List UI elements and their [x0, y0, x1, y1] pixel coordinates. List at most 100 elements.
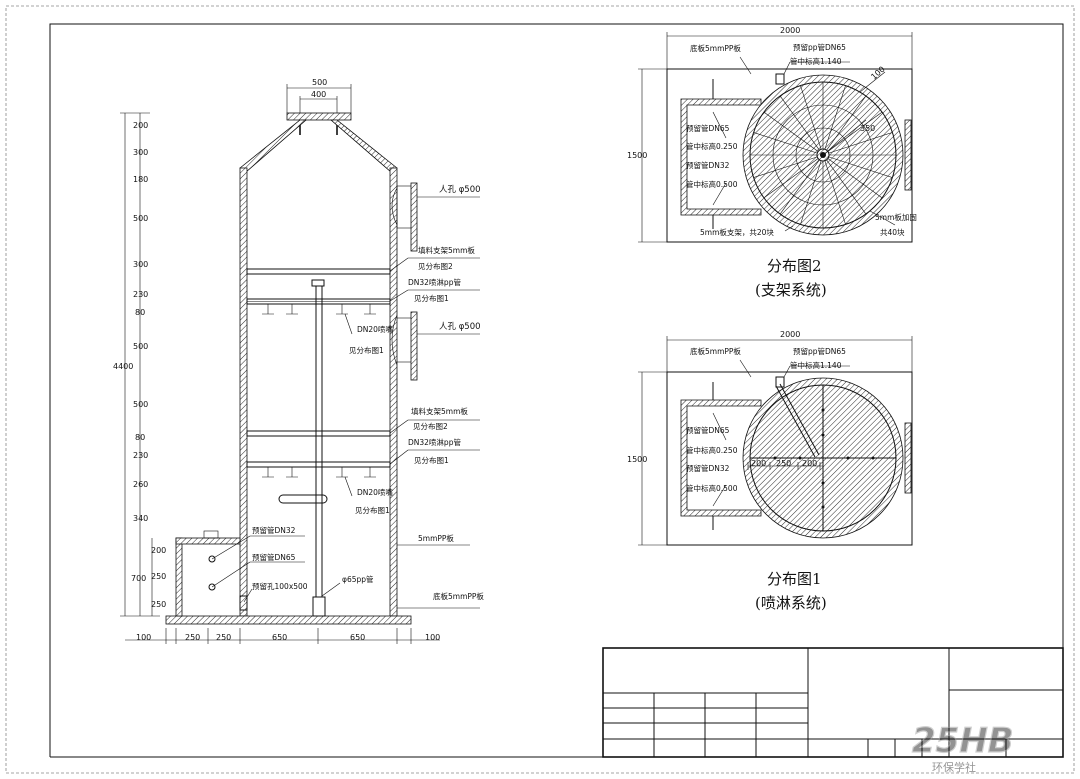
plan-top-dim-350: 350	[860, 124, 875, 133]
dim-400: 400	[311, 90, 326, 99]
dim-lower: 200	[151, 546, 166, 555]
label-see-layout-1c: 见分布图1	[414, 455, 449, 465]
support-rib	[800, 160, 822, 225]
drawing-frame	[49, 23, 1064, 757]
nozzle-point	[773, 456, 777, 460]
label-reserve-hole: 预留孔100x500	[252, 581, 308, 591]
plan-bottom-spacing: 200	[802, 459, 817, 468]
label-base-plate: 底板5mmPP板	[433, 591, 484, 601]
support-rib	[827, 111, 883, 152]
dim-seg: 230	[133, 290, 148, 299]
dim-500: 500	[312, 78, 327, 87]
plan-top-subcaption: (支架系统)	[755, 281, 827, 299]
nozzle-point	[821, 481, 825, 485]
label-reserve-dn32: 预留管DN32	[252, 525, 296, 535]
dim-seg: 80	[135, 433, 145, 442]
tower-elevation: 500 400 200 300 180 500 300 230 80 500 5…	[113, 78, 484, 644]
label-see-layout-1b: 见分布图1	[349, 345, 384, 355]
support-rib	[763, 111, 819, 152]
support-rib	[828, 156, 893, 178]
dim-bottom: 100	[136, 633, 151, 642]
label-pp-pipe: φ65pp管	[342, 574, 374, 584]
nozzle-point	[821, 433, 825, 437]
label-see-layout-1a: 见分布图1	[414, 293, 449, 303]
dim-bottom: 100	[425, 633, 440, 642]
label-spray-pipe-1: DN32喷淋pp管	[408, 277, 461, 287]
support-rib	[779, 95, 820, 151]
plan-bottom-reserve-dn32: 预留管DN32	[686, 463, 730, 473]
support-rib	[827, 158, 883, 199]
plan-top-reserve-pp: 预留pp管DN65	[793, 42, 846, 52]
plan-top-pipe-center-250: 管中标高0.250	[686, 141, 738, 151]
support-rib	[824, 85, 846, 150]
plan-top-support-plate: 5mm板支架，共20块	[700, 227, 774, 237]
label-manhole-upper: 人孔 φ500	[439, 185, 481, 195]
dim-bottom: 250	[216, 633, 231, 642]
plan-bottom-width: 2000	[780, 330, 800, 339]
label-nozzle-1: DN20喷嘴	[357, 324, 393, 334]
dim-seg: 80	[135, 308, 145, 317]
support-rib	[826, 159, 867, 215]
dim-total: 4400	[113, 362, 133, 371]
dim-seg: 260	[133, 480, 148, 489]
label-see-layout-2b: 见分布图2	[413, 421, 448, 431]
plan-top-rib-count: 共40块	[880, 227, 905, 237]
plan-top-width: 2000	[780, 26, 800, 35]
nozzle-point	[846, 456, 850, 460]
dim-seg: 340	[133, 514, 148, 523]
dim-lower: 250	[151, 572, 166, 581]
dim-lower-total: 700	[131, 574, 146, 583]
label-see-layout-1d: 见分布图1	[355, 505, 390, 515]
dim-seg: 300	[133, 260, 148, 269]
support-rib	[828, 132, 893, 154]
plan-bottom-pipe-center-250: 管中标高0.250	[686, 445, 738, 455]
support-rib	[753, 156, 818, 178]
support-rib	[753, 132, 818, 154]
plan-bottom-spacing: 250	[776, 459, 791, 468]
support-rib	[779, 159, 820, 215]
support-rib	[800, 85, 822, 150]
dim-bottom: 650	[272, 633, 287, 642]
plan-support-system: 2000 1500 底板5mmPP板 预留pp管DN65 管中标高1.140 1…	[627, 26, 917, 299]
plan-bottom-spacing: 200	[751, 459, 766, 468]
plan-bottom-pipe-center-140: 管中标高1.140	[790, 360, 842, 370]
label-packing-support-2: 填料支架5mm板	[411, 406, 468, 416]
plan-top-pipe-center-500: 管中标高0.500	[686, 179, 738, 189]
label-nozzle-2: DN20喷嘴	[357, 487, 393, 497]
dim-seg: 200	[133, 121, 148, 130]
label-see-layout-2a: 见分布图2	[418, 261, 453, 271]
plan-top-reserve-dn65: 预留管DN65	[686, 123, 730, 133]
nozzle-point	[821, 408, 825, 412]
plan-bottom-pipe-center-500: 管中标高0.500	[686, 483, 738, 493]
plan-top-caption: 分布图2	[767, 257, 822, 275]
outer-border	[5, 5, 1075, 774]
title-block	[602, 647, 1064, 758]
plan-top-height: 1500	[627, 151, 647, 160]
support-rib	[826, 95, 867, 151]
watermark-logo-text: 25HB	[912, 721, 1014, 761]
plan-top-rib-plate: 5mm板加固	[875, 212, 917, 222]
plan-bottom-reserve-dn65: 预留管DN65	[686, 425, 730, 435]
plan-bottom-base-plate: 底板5mmPP板	[690, 346, 741, 356]
watermark-logo: 25HB 环保学社	[911, 720, 1014, 774]
nozzle-point	[821, 505, 825, 509]
label-packing-support-1: 填料支架5mm板	[418, 245, 475, 255]
dim-seg: 300	[133, 148, 148, 157]
plan-top-reserve-dn32: 预留管DN32	[686, 160, 730, 170]
watermark-text: 环保学社	[932, 760, 976, 774]
dim-seg: 500	[133, 400, 148, 409]
support-rib	[824, 160, 846, 225]
nozzle-point	[871, 456, 875, 460]
plan-top-dim-100: 100	[869, 65, 886, 82]
plan-bottom-subcaption: (喷淋系统)	[755, 594, 827, 612]
plan-bottom-caption: 分布图1	[767, 570, 822, 588]
plan-top-pipe-center-140: 管中标高1.140	[790, 56, 842, 66]
dim-bottom: 250	[185, 633, 200, 642]
dim-seg: 180	[133, 175, 148, 184]
label-manhole-lower: 人孔 φ500	[439, 322, 481, 332]
label-reserve-dn65: 预留管DN65	[252, 552, 296, 562]
dim-seg: 500	[133, 214, 148, 223]
plan-bottom-height: 1500	[627, 455, 647, 464]
plan-bottom-reserve-pp: 预留pp管DN65	[793, 346, 846, 356]
